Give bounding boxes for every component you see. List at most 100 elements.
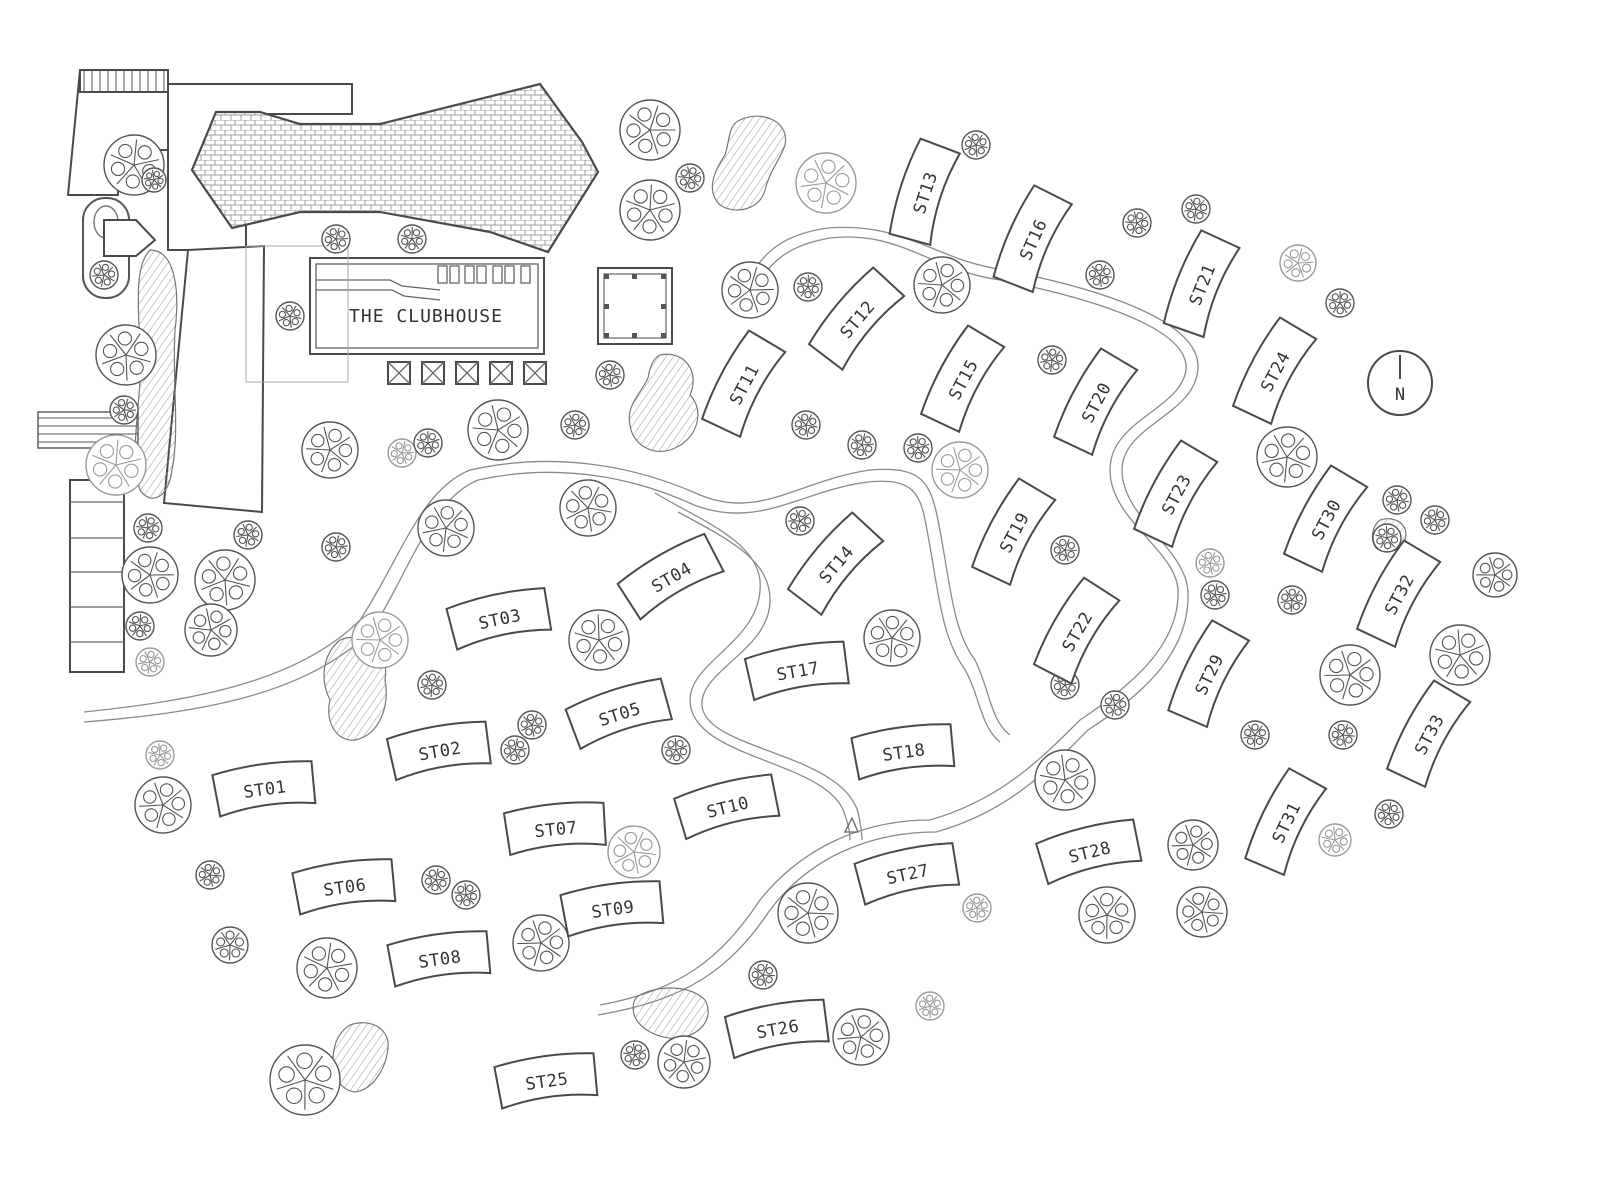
villa-unit-st18[interactable]: ST18 xyxy=(850,720,956,781)
villa-outline xyxy=(291,858,397,916)
villa-unit-st17[interactable]: ST17 xyxy=(743,638,850,702)
tree-icon xyxy=(133,513,163,543)
villa-unit-st32[interactable]: ST32 xyxy=(1354,539,1442,649)
tree-icon xyxy=(269,1044,341,1116)
villa-unit-st02[interactable]: ST02 xyxy=(385,718,492,782)
tree-icon xyxy=(211,926,249,964)
villa-unit-st19[interactable]: ST19 xyxy=(969,477,1057,587)
villa-unit-st03[interactable]: ST03 xyxy=(445,584,553,651)
villa-outline xyxy=(1231,316,1318,426)
villa-outline xyxy=(1167,619,1251,729)
villa-unit-st09[interactable]: ST09 xyxy=(559,877,665,938)
tree-icon xyxy=(1085,260,1115,290)
tree-icon xyxy=(607,825,661,879)
villa-unit-st13[interactable]: ST13 xyxy=(886,137,962,247)
tree-icon xyxy=(134,776,192,834)
tree-icon xyxy=(275,301,305,331)
villa-unit-st24[interactable]: ST24 xyxy=(1230,316,1318,426)
clubhouse-label: THE CLUBHOUSE xyxy=(349,306,503,327)
tree-icon xyxy=(397,224,427,254)
tree-icon xyxy=(301,421,359,479)
tree-icon xyxy=(721,261,779,319)
tree-icon xyxy=(1256,426,1318,488)
tree-icon xyxy=(1181,194,1211,224)
tree-icon xyxy=(500,735,530,765)
tree-icon xyxy=(657,1035,711,1089)
villa-unit-st05[interactable]: ST05 xyxy=(564,675,674,751)
tree-icon xyxy=(961,130,991,160)
villa-unit-st16[interactable]: ST16 xyxy=(990,184,1074,294)
tree-icon xyxy=(85,434,147,496)
villa-unit-st27[interactable]: ST27 xyxy=(853,839,961,906)
villa-outline xyxy=(445,587,553,651)
villa-outline xyxy=(1355,539,1442,649)
tree-icon xyxy=(931,441,989,499)
tree-icon xyxy=(595,360,625,390)
villa-unit-st15[interactable]: ST15 xyxy=(918,324,1006,434)
villa-label: ST07 xyxy=(534,818,579,842)
tree-icon xyxy=(145,740,175,770)
clubhouse-complex: THE CLUBHOUSE xyxy=(37,69,673,673)
villa-unit-st07[interactable]: ST07 xyxy=(502,799,608,857)
villa-unit-st28[interactable]: ST28 xyxy=(1034,816,1143,886)
tree-icon xyxy=(1325,288,1355,318)
clubhouse-crates xyxy=(387,361,547,385)
villa-unit-st23[interactable]: ST23 xyxy=(1131,439,1219,549)
tree-icon xyxy=(387,438,417,468)
villa-outline xyxy=(386,930,492,988)
villa-unit-st21[interactable]: ST21 xyxy=(1160,229,1242,339)
villa-outline xyxy=(992,184,1074,294)
villa-outline xyxy=(1385,679,1472,789)
villa-unit-st25[interactable]: ST25 xyxy=(493,1049,599,1110)
villa-unit-st30[interactable]: ST30 xyxy=(1281,464,1369,574)
shrub-masses xyxy=(134,115,1407,1093)
tree-icon xyxy=(832,1008,890,1066)
tree-icon xyxy=(1318,823,1352,857)
tree-icon xyxy=(141,167,167,193)
villa-unit-st29[interactable]: ST29 xyxy=(1165,619,1251,729)
tree-icon xyxy=(847,430,877,460)
clubhouse-roof xyxy=(190,82,600,254)
tree-icon xyxy=(619,179,681,241)
tree-icon xyxy=(1050,535,1080,565)
tree-icon xyxy=(417,499,475,557)
villa-outline xyxy=(1132,439,1219,549)
tree-icon xyxy=(417,670,447,700)
villa-outline xyxy=(493,1052,599,1110)
villa-unit-st10[interactable]: ST10 xyxy=(672,771,781,841)
villa-unit-st04[interactable]: ST04 xyxy=(616,530,726,621)
tree-icon xyxy=(233,520,263,550)
tree-icon xyxy=(620,1040,650,1070)
villa-unit-st06[interactable]: ST06 xyxy=(291,855,397,916)
villa-outline xyxy=(970,477,1057,587)
tree-icon xyxy=(1277,585,1307,615)
tree-icon xyxy=(1382,485,1412,515)
villa-unit-st01[interactable]: ST01 xyxy=(211,757,317,818)
tree-icon xyxy=(1429,624,1491,686)
tree-icon xyxy=(421,865,451,895)
villa-outline xyxy=(616,532,725,621)
villa-outline xyxy=(1282,464,1369,574)
villa-outline xyxy=(850,723,956,781)
villa-outline xyxy=(743,640,850,702)
pavilion xyxy=(597,267,673,345)
villa-unit-st33[interactable]: ST33 xyxy=(1384,679,1472,789)
villa-unit-st22[interactable]: ST22 xyxy=(1030,576,1121,686)
tree-icon xyxy=(748,960,778,990)
tree-icon xyxy=(194,549,256,611)
villa-unit-st31[interactable]: ST31 xyxy=(1242,767,1328,877)
tree-icon xyxy=(568,609,630,671)
villa-unit-st11[interactable]: ST11 xyxy=(699,329,787,439)
villa-outline xyxy=(723,998,830,1060)
villa-unit-st26[interactable]: ST26 xyxy=(723,996,830,1060)
tree-icon xyxy=(1122,208,1152,238)
tree-icon xyxy=(793,272,823,302)
tree-icon xyxy=(661,735,691,765)
villa-outline xyxy=(502,801,607,857)
tree-icon xyxy=(559,479,617,537)
villa-unit-st08[interactable]: ST08 xyxy=(386,927,492,988)
tree-icon xyxy=(915,991,945,1021)
tree-icon xyxy=(1100,690,1130,720)
north-arrow: N xyxy=(1367,350,1433,416)
